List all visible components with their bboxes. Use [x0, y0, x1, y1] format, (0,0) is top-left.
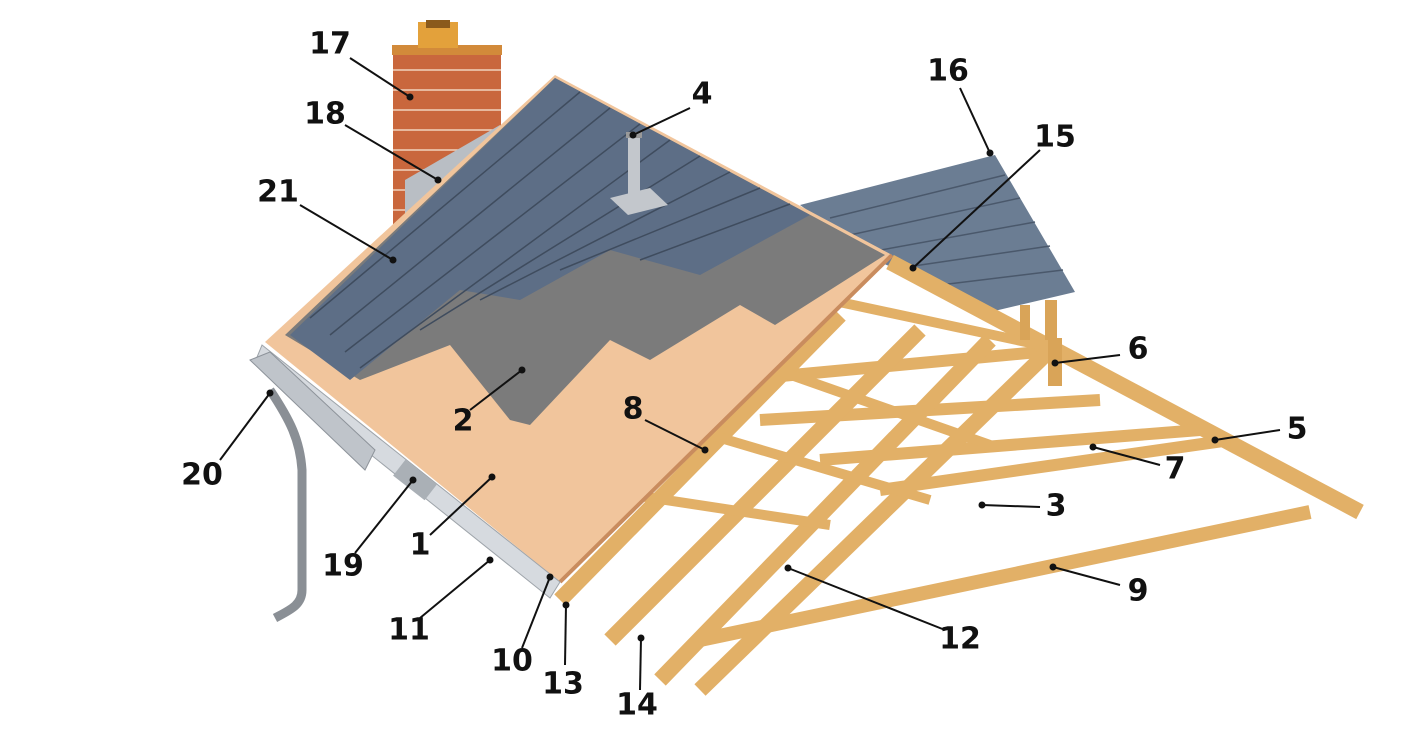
label-2: 2	[453, 404, 474, 439]
label-16: 16	[927, 54, 969, 89]
back-roof-courses	[829, 174, 1064, 286]
label-14: 14	[616, 688, 658, 723]
label-10: 10	[491, 644, 533, 679]
label-5: 5	[1287, 412, 1308, 447]
back-roof-shingles	[800, 155, 1075, 312]
label-18: 18	[304, 97, 346, 132]
label-7: 7	[1165, 452, 1186, 487]
label-8: 8	[623, 392, 644, 427]
shingle-courses	[309, 91, 791, 369]
leader-lines	[219, 57, 1281, 691]
label-4: 4	[692, 77, 713, 112]
label-17: 17	[309, 27, 351, 62]
label-13: 13	[542, 667, 584, 702]
label-19: 19	[322, 549, 364, 584]
label-21: 21	[257, 175, 299, 210]
label-20: 20	[181, 458, 223, 493]
label-11: 11	[388, 613, 430, 648]
label-15: 15	[1034, 120, 1076, 155]
label-9: 9	[1128, 574, 1149, 609]
label-6: 6	[1128, 332, 1149, 367]
label-3: 3	[1046, 489, 1067, 524]
label-12: 12	[939, 622, 981, 657]
label-1: 1	[410, 528, 431, 563]
